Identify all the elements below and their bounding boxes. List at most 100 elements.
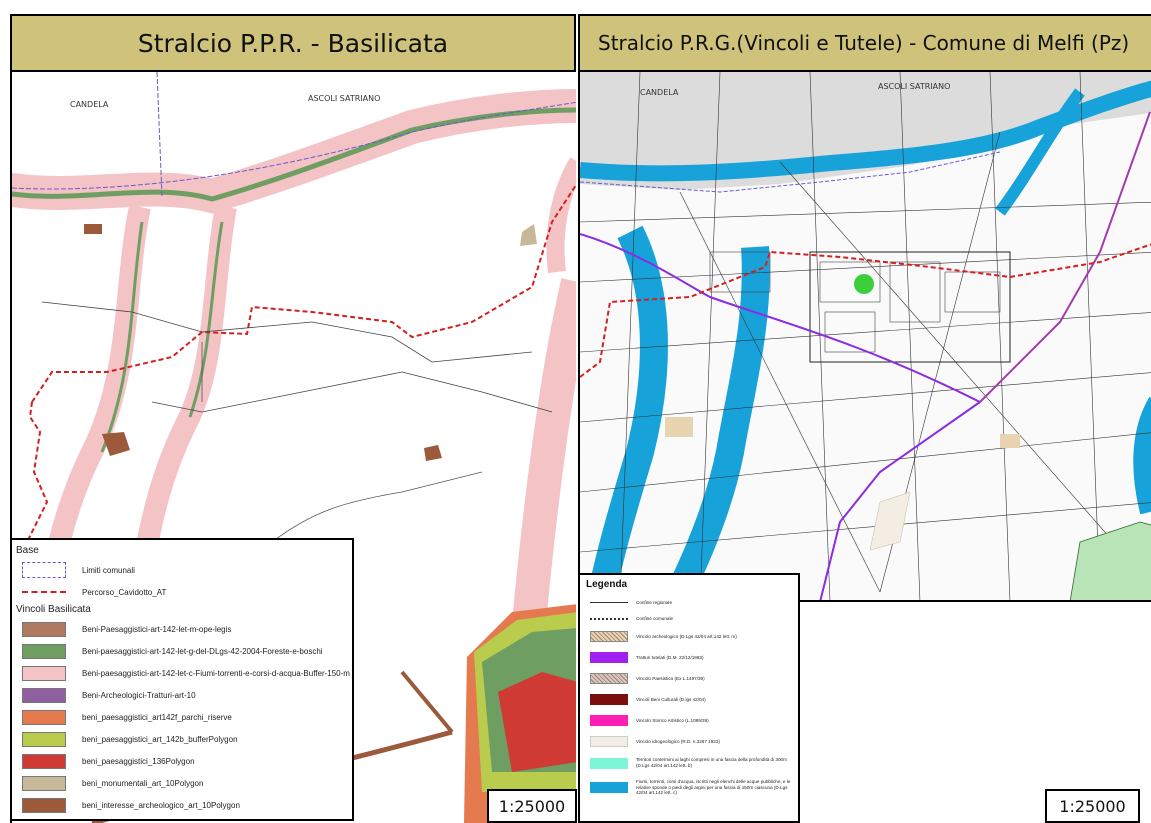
legend-group-base: Base <box>16 545 39 556</box>
map-right-canvas <box>580 72 1151 600</box>
legend-label: beni_monumentali_art_10Polygon <box>82 778 204 788</box>
legend-swatch <box>22 562 66 578</box>
legend-label: Beni-paesaggistici-art-142-let-g-del-DLg… <box>82 646 323 656</box>
grey-region <box>580 72 1151 190</box>
legend-swatch <box>22 643 66 659</box>
legend-item: Vincolo archeologico (D.Lgs 42/04 art.14… <box>586 631 792 643</box>
legend-swatch <box>22 621 66 637</box>
legend-basilicata: Base Limiti comunali Percorso_Cavidotto_… <box>10 538 354 821</box>
legend-swatch <box>590 736 628 748</box>
legend-swatch <box>590 782 628 794</box>
legend-title: Legenda <box>586 579 628 590</box>
legend-item: Vincolo idrogeologico (R.D. n.3267 1923) <box>586 736 792 748</box>
municipal-boundary <box>580 151 1001 193</box>
legend-label: Beni-Paesaggistici-art-142-let-m-ope-leg… <box>82 624 232 634</box>
scale-label-left: 1:25000 <box>487 789 577 823</box>
legend-item: Beni-paesaggistici-art-142-let-g-del-DLg… <box>16 640 348 662</box>
legend-item: beni_paesaggistici_art142f_parchi_riserv… <box>16 706 348 728</box>
cable-route-red <box>580 243 1151 378</box>
place-label-ascoli-satriano: ASCOLI SATRIANO <box>878 82 951 91</box>
legend-item-cavidotto: Percorso_Cavidotto_AT <box>16 581 348 603</box>
title-left-text: Stralcio P.P.R. - Basilicata <box>137 28 449 58</box>
legend-item: beni_monumentali_art_10Polygon <box>16 772 348 794</box>
legend-label: Fiumi, torrenti, corsi d'acqua, iscritti… <box>636 778 791 796</box>
place-label-candela: CANDELA <box>640 88 679 97</box>
legend-item-limiti-comunali: Limiti comunali <box>16 559 348 581</box>
beni-136-red <box>498 672 576 772</box>
river-blue-band <box>662 246 770 600</box>
legend-item: Confine comunale <box>586 616 792 622</box>
legend-item: Confine regionale <box>586 600 792 606</box>
river-blue-band <box>586 225 668 600</box>
river-blue-band <box>995 88 1085 216</box>
tratturo-brown <box>400 670 454 734</box>
map-right-prg[interactable]: CANDELA ASCOLI SATRIANO <box>578 72 1151 602</box>
legend-label: Confine regionale <box>636 600 673 605</box>
legend-swatch <box>22 591 66 593</box>
forest-green <box>188 221 224 418</box>
legend-swatch <box>22 687 66 703</box>
industrial-zone <box>809 251 1011 363</box>
legend-label: Vincolo idrogeologico (R.D. n.3267 1923) <box>636 739 720 745</box>
legend-swatch <box>590 652 628 664</box>
legend-group-vincoli: Vincoli Basilicata <box>16 604 91 615</box>
legend-swatch <box>22 709 66 725</box>
title-left: Stralcio P.P.R. - Basilicata <box>10 14 576 72</box>
legend-item: beni_interesse_archeologico_art_10Polygo… <box>16 794 348 816</box>
road-line <box>271 471 483 543</box>
legend-swatch <box>22 665 66 681</box>
archaeological-patch <box>102 432 130 456</box>
archaeological-hatch <box>665 417 693 437</box>
legend-swatch <box>590 602 628 604</box>
archaeological-patch <box>520 224 537 246</box>
river-buffer-pink <box>546 157 576 274</box>
cable-route-red <box>16 183 576 583</box>
green-marker <box>854 274 874 294</box>
legend-label: Percorso_Cavidotto_AT <box>82 587 167 597</box>
legend-swatch <box>590 631 628 643</box>
legend-label: Vincoli Beni Culturali (D.lgs 42/04) <box>636 697 706 703</box>
archaeological-hatch <box>1000 434 1020 448</box>
legend-vincoli-list: Beni-Paesaggistici-art-142-let-m-ope-leg… <box>16 618 350 816</box>
legend-item: Vincolo Paesistico (Ex L.1497/39) <box>586 673 792 685</box>
legend-label: Territori contermini ai laghi compresi i… <box>636 757 787 769</box>
tratturi-purple <box>819 401 981 600</box>
legend-swatch <box>22 731 66 747</box>
legend-item: Beni-paesaggistici-art-142-let-c-Fiumi-t… <box>16 662 350 684</box>
place-label-ascoli-satriano: ASCOLI SATRIANO <box>308 94 381 103</box>
archaeological-patch <box>424 445 442 461</box>
legend-label: Beni-Archeologici-Tratturi-art-10 <box>82 690 196 700</box>
lake-fringe <box>1069 521 1151 600</box>
forest-green <box>100 221 144 453</box>
legend-label: beni_paesaggistici_136Polygon <box>82 756 195 766</box>
legend-item: Vincolo Storico Artistico (L.1089/39) <box>586 715 792 727</box>
legend-label: Limiti comunali <box>82 565 135 575</box>
legend-item: Beni-Archeologici-Tratturi-art-10 <box>16 684 348 706</box>
archaeological-patch <box>84 224 102 234</box>
place-label-candela: CANDELA <box>70 100 109 109</box>
river-buffer-pink <box>12 89 576 214</box>
road-line <box>41 301 533 363</box>
legend-swatch <box>22 797 66 813</box>
legend-label: Confine comunale <box>636 615 674 621</box>
river-blue-band <box>580 80 1151 182</box>
legend-item: Fiumi, torrenti, corsi d'acqua, iscritti… <box>586 779 792 796</box>
legend-swatch <box>590 617 628 620</box>
municipal-boundary <box>12 101 576 190</box>
tratturi-purple <box>580 233 981 403</box>
title-right: Stralcio P.R.G.(Vincoli e Tutele) - Comu… <box>578 14 1151 72</box>
title-right-text: Stralcio P.R.G.(Vincoli e Tutele) - Comu… <box>598 31 1130 55</box>
legend-label: Tratturi tutelati (D.M. 22/12/1983) <box>636 655 704 661</box>
legend-swatch <box>590 757 628 769</box>
legend-item: beni_paesaggistici_136Polygon <box>16 750 348 772</box>
legend-swatch <box>22 775 66 791</box>
legend-label: beni_paesaggistici_art142f_parchi_riserv… <box>82 712 232 722</box>
legend-label: Vincolo archeologico (D.Lgs 42/04 art.14… <box>636 634 737 640</box>
legend-label: beni_interesse_archeologico_art_10Polygo… <box>82 800 240 810</box>
river-blue-band <box>1133 396 1151 515</box>
legend-item: Beni-Paesaggistici-art-142-let-m-ope-leg… <box>16 618 348 640</box>
legend-swatch <box>590 694 628 706</box>
legend-label: beni_paesaggistici_art_142b_bufferPolygo… <box>82 734 238 744</box>
